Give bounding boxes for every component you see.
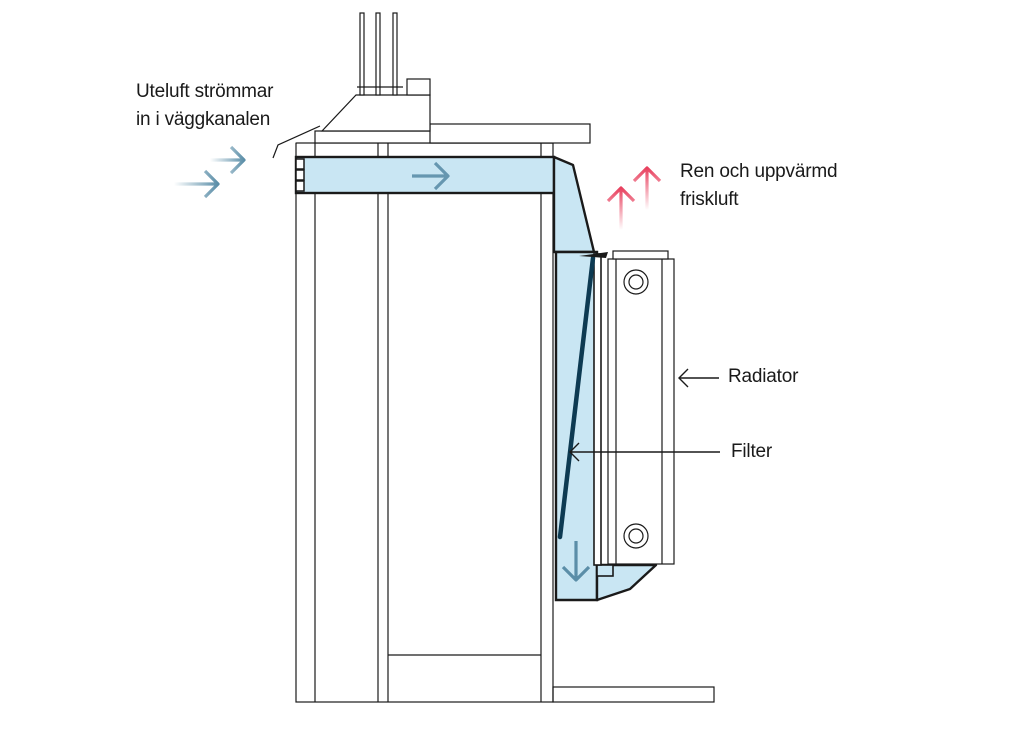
double-arrow-right-icon xyxy=(174,145,246,199)
outdoor-air-label-line-2: in i väggkanalen xyxy=(136,109,271,130)
arrow-down-icon xyxy=(561,541,591,582)
radiator-pointer xyxy=(678,368,719,388)
top-assembly xyxy=(272,12,591,159)
arrow-right-icon xyxy=(412,161,450,191)
filter-pointer xyxy=(569,442,720,462)
filter-label: Filter xyxy=(731,441,773,462)
outdoor-air-label-line-1: Uteluft strömmar xyxy=(136,81,274,102)
radiator-label: Radiator xyxy=(728,366,799,387)
filter-element xyxy=(557,252,608,540)
air-duct xyxy=(294,155,658,602)
clean-air-label: Ren och uppvärmd friskluft xyxy=(680,158,838,214)
outdoor-air-label: Uteluft strömmar in i väggkanalen xyxy=(136,78,273,134)
clean-air-label-line-1: Ren och uppvärmd xyxy=(680,161,838,182)
clean-air-label-line-2: friskluft xyxy=(680,189,739,210)
radiator xyxy=(607,250,675,565)
double-arrow-up-icon xyxy=(606,166,662,230)
